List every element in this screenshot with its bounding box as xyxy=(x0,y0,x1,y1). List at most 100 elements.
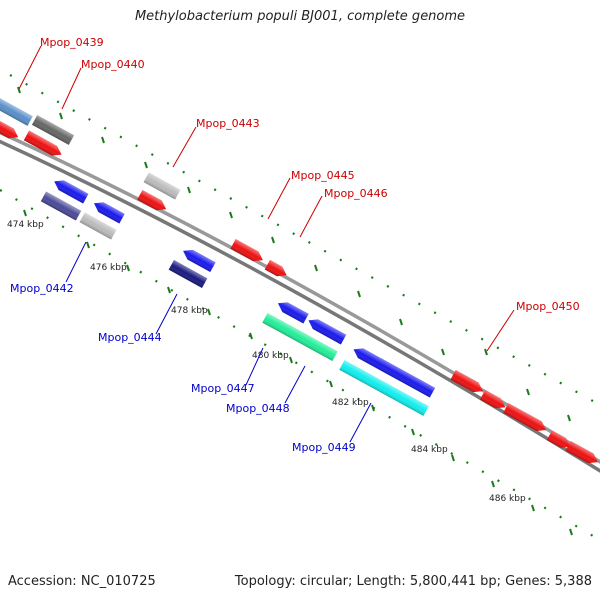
gene-mpop-0443-shading xyxy=(143,172,181,200)
forward-gene-labels: Mpop_0439 Mpop_0440 Mpop_0443 Mpop_0445 … xyxy=(40,36,580,313)
reverse-gene-labels: Mpop_0442 Mpop_0444 Mpop_0447 Mpop_0448 … xyxy=(10,282,356,454)
gene-mpop-0449[interactable] xyxy=(339,360,429,416)
gene-forward-f-shading xyxy=(546,430,571,448)
major-tick xyxy=(484,348,488,356)
major-tick xyxy=(126,264,130,272)
gene-forward-g[interactable] xyxy=(565,441,600,467)
gene-forward-b[interactable] xyxy=(23,130,64,160)
gene-mpop-0447[interactable] xyxy=(262,312,338,362)
gene-label-mpop-0439[interactable]: Mpop_0439 xyxy=(40,36,104,49)
gene-mpop-0445-shading xyxy=(230,239,263,262)
major-tick xyxy=(491,480,495,488)
gene-mpop-0447-shading xyxy=(262,312,338,362)
tick-row-upper xyxy=(9,74,600,406)
major-tick xyxy=(249,332,253,340)
major-tick xyxy=(86,241,90,249)
gene-label-mpop-0447[interactable]: Mpop_0447 xyxy=(191,382,255,395)
major-tick xyxy=(371,404,375,412)
major-tick xyxy=(59,112,63,120)
major-tick xyxy=(411,428,415,436)
gene-reverse-e[interactable] xyxy=(275,298,309,324)
gene-reverse-d-shading xyxy=(183,249,216,272)
gene-mpop-0439[interactable] xyxy=(0,94,33,126)
gene-forward-c[interactable] xyxy=(137,189,169,214)
gene-mpop-0450[interactable] xyxy=(450,370,485,396)
gene-mpop-0445[interactable] xyxy=(230,239,265,265)
gene-label-mpop-0440[interactable]: Mpop_0440 xyxy=(81,58,145,71)
major-tick xyxy=(329,380,333,388)
gene-reverse-a[interactable] xyxy=(52,177,89,204)
gene-mpop-0444-shading xyxy=(168,260,208,288)
gene-label-mpop-0445[interactable]: Mpop_0445 xyxy=(291,169,355,182)
gene-track xyxy=(0,94,600,467)
gene-mpop-0443[interactable] xyxy=(143,172,181,200)
major-tick xyxy=(567,414,571,422)
gene-reverse-c[interactable] xyxy=(79,212,117,240)
kbp-label-482: 482 kbp xyxy=(332,398,369,408)
gene-forward-a[interactable] xyxy=(0,117,21,142)
accession-text: Accession: NC_010725 xyxy=(8,574,156,589)
gene-label-mpop-0443[interactable]: Mpop_0443 xyxy=(196,117,260,130)
tick-rows xyxy=(0,74,600,541)
gene-mpop-0442-shading xyxy=(40,191,82,221)
gene-reverse-c-shading xyxy=(79,212,117,240)
gene-mpop-0449-upper[interactable] xyxy=(351,345,436,398)
gene-mpop-0439-shading xyxy=(0,94,33,126)
genome-summary-text: Topology: circular; Length: 5,800,441 bp… xyxy=(234,574,592,589)
gene-mpop-0442[interactable] xyxy=(40,191,82,221)
major-tick xyxy=(441,348,445,356)
gene-forward-d-shading xyxy=(479,389,506,409)
gene-forward-g-shading xyxy=(565,441,598,464)
reverse-gene-callouts xyxy=(65,241,372,443)
forward-gene-callouts xyxy=(18,45,515,352)
kbp-label-474: 474 kbp xyxy=(7,220,44,230)
gene-mpop-0446[interactable] xyxy=(264,259,290,280)
major-tick xyxy=(167,286,171,294)
gene-mpop-0449-upper-shading xyxy=(353,348,436,398)
gene-label-mpop-0442[interactable]: Mpop_0442 xyxy=(10,282,74,295)
gene-forward-b-shading xyxy=(23,130,62,156)
gene-forward-a-shading xyxy=(0,117,19,139)
major-tick xyxy=(399,318,403,326)
gene-label-mpop-0449[interactable]: Mpop_0449 xyxy=(292,441,356,454)
gene-forward-c-shading xyxy=(137,189,167,211)
gene-mpop-0444[interactable] xyxy=(168,260,208,288)
major-tick xyxy=(17,86,21,94)
major-tick xyxy=(526,388,530,396)
kbp-label-484: 484 kbp xyxy=(411,445,448,455)
gene-forward-e-shading xyxy=(503,403,547,432)
major-tick xyxy=(101,136,105,144)
kbp-label-480: 480 kbp xyxy=(252,351,289,361)
major-tick xyxy=(569,528,573,536)
gene-label-mpop-0450[interactable]: Mpop_0450 xyxy=(516,300,580,313)
major-tick xyxy=(531,504,535,512)
gene-forward-e[interactable] xyxy=(503,403,549,435)
major-tick xyxy=(207,308,211,316)
major-tick xyxy=(187,186,191,194)
gene-mpop-0448-upper[interactable] xyxy=(306,316,347,345)
gene-mpop-0446-shading xyxy=(264,259,287,277)
gene-mpop-0440-shading xyxy=(31,115,75,145)
gene-label-mpop-0446[interactable]: Mpop_0446 xyxy=(324,187,388,200)
kbp-scale: 474 kbp 476 kbp 478 kbp 480 kbp 482 kbp … xyxy=(7,220,526,504)
gene-mpop-0450-shading xyxy=(450,370,483,393)
gene-mpop-0448-upper-shading xyxy=(308,319,347,345)
kbp-label-478: 478 kbp xyxy=(171,306,208,316)
major-tick xyxy=(357,290,361,298)
gene-reverse-b[interactable] xyxy=(91,198,125,224)
tick-row-lower xyxy=(0,189,600,541)
gene-label-mpop-0448[interactable]: Mpop_0448 xyxy=(226,402,290,415)
map-title: Methylobacterium populi BJ001, complete … xyxy=(134,9,466,24)
gene-reverse-a-shading xyxy=(54,180,89,204)
gene-mpop-0440[interactable] xyxy=(31,115,75,145)
major-tick xyxy=(144,161,148,169)
gene-forward-f[interactable] xyxy=(546,430,573,451)
gene-reverse-d[interactable] xyxy=(180,246,216,272)
gene-reverse-b-shading xyxy=(93,202,125,224)
major-tick xyxy=(229,211,233,219)
gene-reverse-e-shading xyxy=(277,302,309,324)
gene-label-mpop-0444[interactable]: Mpop_0444 xyxy=(98,331,162,344)
gene-forward-d[interactable] xyxy=(479,389,508,412)
major-tick xyxy=(23,209,27,217)
major-tick xyxy=(271,236,275,244)
